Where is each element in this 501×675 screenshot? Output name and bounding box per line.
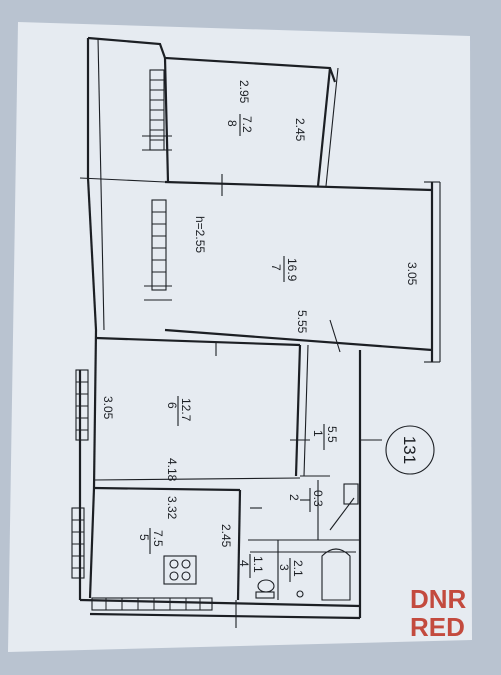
- room-2-area: 0.3: [311, 490, 325, 507]
- room-7-area: 16.9: [285, 258, 299, 282]
- room-1-area: 5.5: [325, 426, 339, 443]
- toilet-icon: [255, 579, 275, 599]
- room-4-area: 1.1: [251, 556, 265, 573]
- room-5-number: 5: [137, 534, 151, 541]
- room-1-number: 1: [311, 430, 325, 437]
- paper-sheet: [8, 22, 472, 652]
- apartment-number: 131: [400, 436, 419, 464]
- room-7-number: 7: [269, 264, 283, 271]
- bathtub-icon: [296, 548, 351, 601]
- room-7-dim-a: 5.55: [295, 310, 309, 334]
- room-6-dim-b: 4.18: [165, 458, 179, 482]
- stove-icon: [163, 555, 197, 585]
- window-strip-bottom: [91, 597, 213, 611]
- room-7-height: h=2.55: [193, 216, 207, 253]
- room-3-area: 2.1: [291, 560, 305, 577]
- inner-walls: [93, 174, 382, 628]
- room-8-dim-b: 2.45: [293, 118, 307, 142]
- room-8-dim-a: 2.95: [237, 80, 251, 104]
- apartment-number-badge: 131: [385, 425, 435, 475]
- room-6-dim-a: 3.05: [101, 396, 115, 420]
- room-6-area: 12.7: [179, 398, 193, 422]
- window-strip-room6: [75, 369, 89, 441]
- room-5-area: 7.5: [151, 530, 165, 547]
- room-6-number: 6: [165, 402, 179, 409]
- room-5-dim-a: 3.32: [165, 496, 179, 520]
- window-strip-middle: [144, 199, 172, 301]
- outer-walls: [78, 36, 441, 620]
- window-strip-room5: [71, 507, 85, 579]
- room-5-dim-b: 2.45: [219, 524, 233, 548]
- room-8-number: 8: [225, 120, 239, 127]
- room-4-number: 4: [237, 560, 251, 567]
- room-3-number: 3: [277, 564, 291, 571]
- room-2-number: 2: [287, 494, 301, 501]
- room-8-area: 7.2: [240, 116, 254, 133]
- window-strip-top: [142, 69, 172, 151]
- room-7-dim-b: 3.05: [405, 262, 419, 286]
